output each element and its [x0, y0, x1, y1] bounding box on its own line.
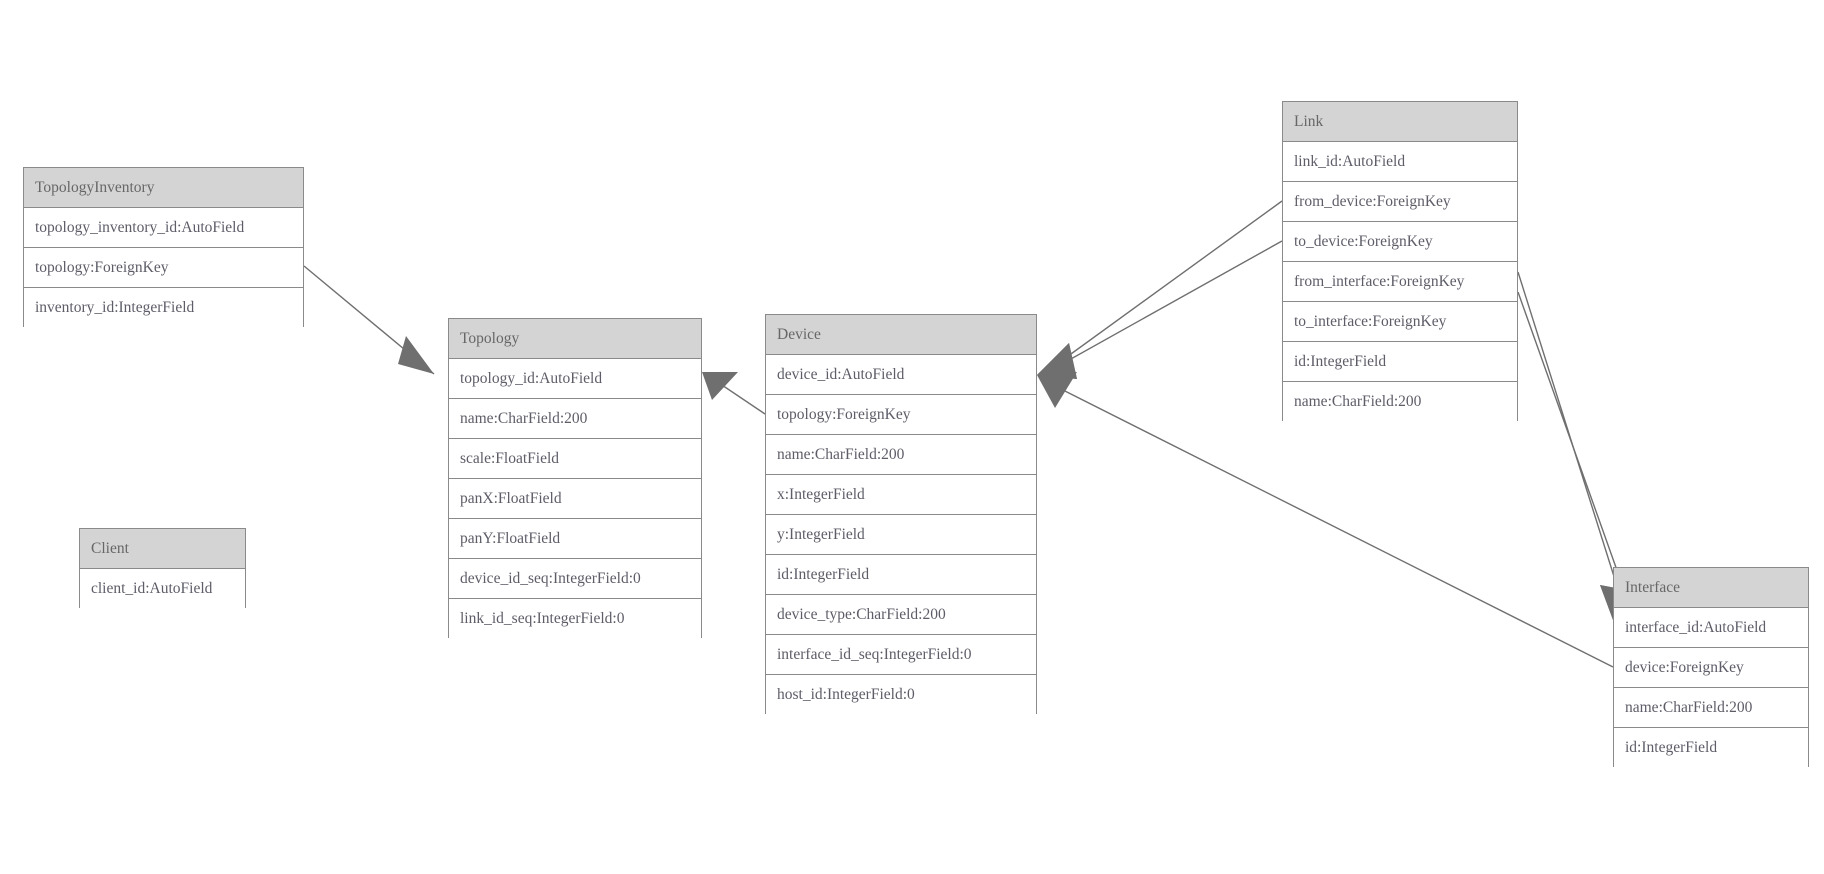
relationship-arrowhead-interface-device: [1037, 372, 1077, 408]
entity-field[interactable]: to_device:ForeignKey: [1283, 222, 1517, 262]
entity-field[interactable]: y:IntegerField: [766, 515, 1036, 555]
entity-field[interactable]: link_id_seq:IntegerField:0: [449, 599, 701, 639]
entity-field[interactable]: interface_id_seq:IntegerField:0: [766, 635, 1036, 675]
entity-field[interactable]: topology:ForeignKey: [766, 395, 1036, 435]
entity-field[interactable]: id:IntegerField: [1283, 342, 1517, 382]
entity-field[interactable]: to_interface:ForeignKey: [1283, 302, 1517, 342]
entity-title-device: Device: [766, 315, 1036, 355]
entity-field[interactable]: device_id_seq:IntegerField:0: [449, 559, 701, 599]
entity-field[interactable]: device:ForeignKey: [1614, 648, 1808, 688]
relationship-line-topologyinventory-topology: [303, 265, 435, 375]
entity-field[interactable]: from_device:ForeignKey: [1283, 182, 1517, 222]
entity-title-client: Client: [80, 529, 245, 569]
relationship-arrowhead-link-to-device: [1037, 343, 1077, 379]
relationship-arrowhead-link-from-device: [1037, 343, 1077, 379]
entity-field[interactable]: host_id:IntegerField:0: [766, 675, 1036, 715]
entity-field[interactable]: id:IntegerField: [1614, 728, 1808, 768]
entity-field[interactable]: link_id:AutoField: [1283, 142, 1517, 182]
entity-field[interactable]: name:CharField:200: [766, 435, 1036, 475]
entity-field[interactable]: panX:FloatField: [449, 479, 701, 519]
entity-field[interactable]: id:IntegerField: [766, 555, 1036, 595]
entity-field[interactable]: panY:FloatField: [449, 519, 701, 559]
entity-title-interface: Interface: [1614, 568, 1808, 608]
entity-title-link: Link: [1283, 102, 1517, 142]
entity-field[interactable]: inventory_id:IntegerField: [24, 288, 303, 328]
entity-field[interactable]: topology_inventory_id:AutoField: [24, 208, 303, 248]
relationship-arrowhead-device-topology: [702, 372, 738, 400]
entity-field[interactable]: name:CharField:200: [1283, 382, 1517, 422]
entity-field[interactable]: name:CharField:200: [1614, 688, 1808, 728]
relationship-line-link-from-interface: [1517, 271, 1624, 606]
entity-field[interactable]: x:IntegerField: [766, 475, 1036, 515]
relationship-line-link-to-device: [1052, 240, 1283, 370]
relationship-line-interface-device: [1052, 384, 1614, 668]
entity-field[interactable]: topology_id:AutoField: [449, 359, 701, 399]
entity-field[interactable]: interface_id:AutoField: [1614, 608, 1808, 648]
relationship-arrowhead-topologyinventory-topology: [398, 336, 434, 374]
relationship-line-link-to-interface: [1517, 291, 1630, 605]
entity-field[interactable]: scale:FloatField: [449, 439, 701, 479]
entity-field[interactable]: from_interface:ForeignKey: [1283, 262, 1517, 302]
entity-field[interactable]: client_id:AutoField: [80, 569, 245, 609]
entity-field[interactable]: device_type:CharField:200: [766, 595, 1036, 635]
entity-title-topology_inventory: TopologyInventory: [24, 168, 303, 208]
relationship-line-device-topology: [715, 380, 766, 415]
relationship-line-link-from-device: [1052, 200, 1283, 368]
entity-field[interactable]: topology:ForeignKey: [24, 248, 303, 288]
entity-field[interactable]: device_id:AutoField: [766, 355, 1036, 395]
entity-field[interactable]: name:CharField:200: [449, 399, 701, 439]
entity-title-topology: Topology: [449, 319, 701, 359]
